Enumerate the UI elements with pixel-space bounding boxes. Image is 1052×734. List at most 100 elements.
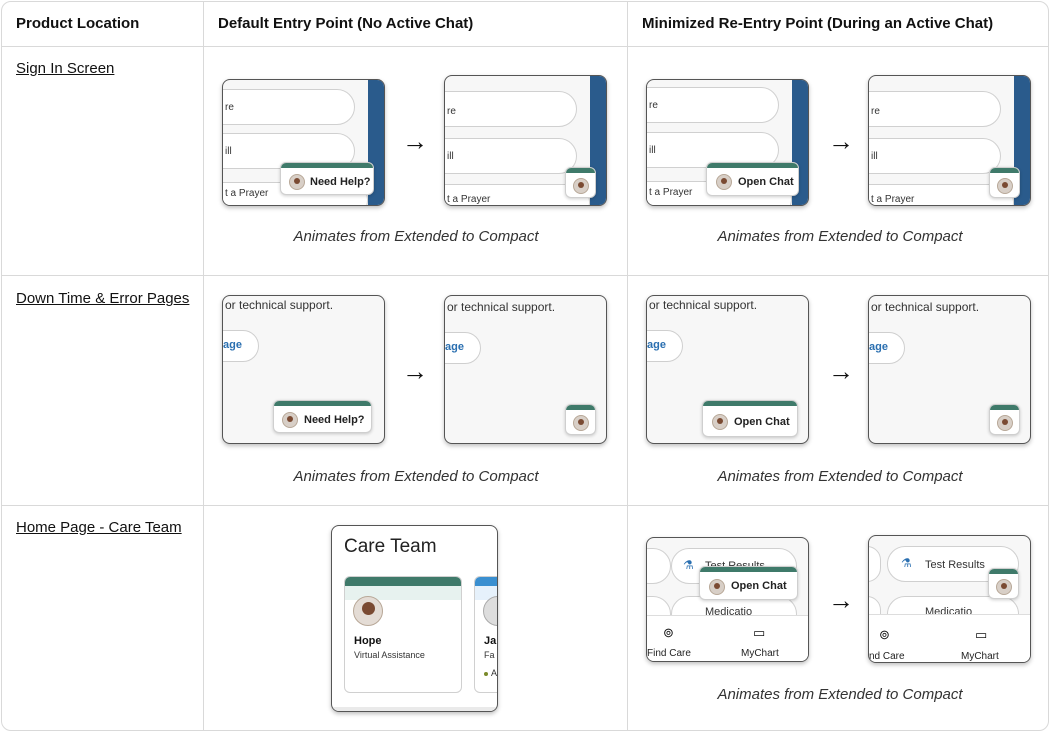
open-chat-label: Open Chat: [734, 416, 790, 428]
avatar-icon: [997, 178, 1013, 194]
error-default-compact: or technical support. age: [444, 295, 607, 444]
error-text: or technical support.: [225, 298, 334, 312]
caption: Animates from Extended to Compact: [293, 228, 539, 245]
row-label-care-team[interactable]: Home Page - Care Team: [16, 519, 182, 536]
error-link-pill[interactable]: age: [223, 330, 259, 362]
care-card-second[interactable]: Ja Fa A: [474, 576, 498, 693]
home-minimized-extended: ⚗ Test Results Medicatio Open Chat ⊚ Fin…: [646, 537, 809, 662]
tile-pill: [869, 546, 881, 582]
signin-line: re: [447, 106, 456, 117]
caption: Animates from Extended to Compact: [717, 686, 963, 703]
row-divider: [2, 46, 1048, 47]
signin-minimized-compact: re ill t a Prayer: [868, 75, 1031, 206]
test-tube-icon: ⚗: [683, 558, 694, 572]
signin-line: t a Prayer: [649, 187, 693, 198]
care-card-hope[interactable]: Hope Virtual Assistance: [344, 576, 462, 693]
caption: Animates from Extended to Compact: [717, 468, 963, 485]
open-chat-label: Open Chat: [738, 176, 794, 188]
avatar-icon: [712, 414, 728, 430]
text-pill: [647, 87, 779, 123]
text-pill: [869, 138, 1001, 174]
care-card-status: A: [491, 668, 498, 678]
need-help-button[interactable]: Need Help?: [273, 400, 372, 433]
open-chat-label: Open Chat: [731, 580, 787, 592]
status-dot: [484, 672, 488, 676]
error-text: or technical support.: [871, 300, 980, 314]
compact-chat-button[interactable]: [988, 568, 1019, 599]
error-minimized-extended: or technical support. age Open Chat: [646, 295, 809, 444]
care-card-name: Hope: [354, 635, 382, 647]
compact-chat-button[interactable]: [989, 167, 1020, 198]
error-link: age: [223, 339, 242, 351]
nav-find-care[interactable]: Find Care: [647, 648, 691, 659]
avatar-icon: [282, 412, 298, 428]
compact-chat-button[interactable]: [565, 404, 596, 435]
signin-line: ill: [225, 146, 232, 157]
arrow-right-icon: →: [402, 126, 428, 156]
error-text: or technical support.: [447, 300, 556, 314]
signin-line: t a Prayer: [225, 188, 269, 199]
folder-icon: ▭: [753, 625, 766, 640]
error-link-pill[interactable]: age: [647, 330, 683, 362]
avatar-icon: [289, 174, 305, 190]
text-pill: [869, 91, 1001, 127]
caption: Animates from Extended to Compact: [717, 228, 963, 245]
signin-minimized-extended: re ill t a Prayer Open Chat: [646, 79, 809, 206]
error-text: or technical support.: [649, 298, 758, 312]
open-chat-button[interactable]: Open Chat: [706, 162, 799, 196]
avatar-icon: [573, 415, 589, 431]
row-label-error-pages[interactable]: Down Time & Error Pages: [16, 290, 190, 307]
header-product-location: Product Location: [16, 15, 140, 32]
avatar-icon: [353, 596, 383, 626]
error-link: age: [869, 341, 888, 353]
open-chat-button[interactable]: Open Chat: [699, 566, 798, 600]
signin-line: ill: [447, 151, 454, 162]
arrow-right-icon: →: [828, 126, 854, 156]
avatar-icon: [573, 178, 589, 194]
error-default-extended: or technical support. age Need Help?: [222, 295, 385, 444]
avatar-icon: [996, 579, 1012, 595]
error-link: age: [445, 341, 464, 353]
bottom-nav: ⊚ nd Care ▭ MyChart: [869, 614, 1030, 662]
home-minimized-compact: ⚗ Test Results Medicatio ⊚ nd Care ▭ MyC…: [868, 535, 1031, 663]
row-label-sign-in[interactable]: Sign In Screen: [16, 60, 115, 77]
avatar-icon: [709, 579, 725, 595]
header-default-entry: Default Entry Point (No Active Chat): [218, 15, 474, 32]
avatar-icon: [997, 415, 1013, 431]
error-link-pill[interactable]: age: [445, 332, 481, 364]
need-help-label: Need Help?: [310, 176, 371, 188]
signin-line: ill: [871, 151, 878, 162]
tile-pill: [647, 548, 671, 584]
compact-chat-button[interactable]: [565, 167, 596, 198]
row-divider: [2, 275, 1048, 276]
bottom-nav: ⊚ Find Care ▭ MyChart: [647, 615, 808, 661]
signin-line: ill: [649, 145, 656, 156]
nav-mychart[interactable]: MyChart: [961, 651, 999, 662]
test-results-tile[interactable]: [887, 546, 1019, 582]
arrow-right-icon: →: [828, 585, 854, 615]
signin-line: re: [649, 100, 658, 111]
caption: Animates from Extended to Compact: [293, 468, 539, 485]
compact-chat-button[interactable]: [989, 404, 1020, 435]
nav-find-care[interactable]: nd Care: [869, 651, 905, 662]
arrow-right-icon: →: [828, 356, 854, 386]
care-card-name: Ja: [484, 635, 497, 647]
error-link: age: [647, 339, 666, 351]
nav-mychart[interactable]: MyChart: [741, 648, 779, 659]
arrow-right-icon: →: [402, 356, 428, 386]
signin-line: re: [871, 106, 880, 117]
find-care-icon: ⊚: [663, 625, 674, 640]
text-pill: [223, 89, 355, 125]
need-help-button[interactable]: Need Help?: [280, 162, 374, 195]
header-minimized-reentry: Minimized Re-Entry Point (During an Acti…: [642, 15, 994, 32]
open-chat-button[interactable]: Open Chat: [702, 400, 798, 437]
row-divider: [2, 505, 1048, 506]
care-team-title: Care Team: [344, 536, 437, 557]
column-divider: [203, 2, 204, 730]
avatar-icon: [716, 174, 732, 190]
error-link-pill[interactable]: age: [869, 332, 905, 364]
text-pill: [445, 138, 577, 174]
signin-default-compact: re ill t a Prayer: [444, 75, 607, 206]
tile-label: Test Results: [925, 559, 985, 571]
